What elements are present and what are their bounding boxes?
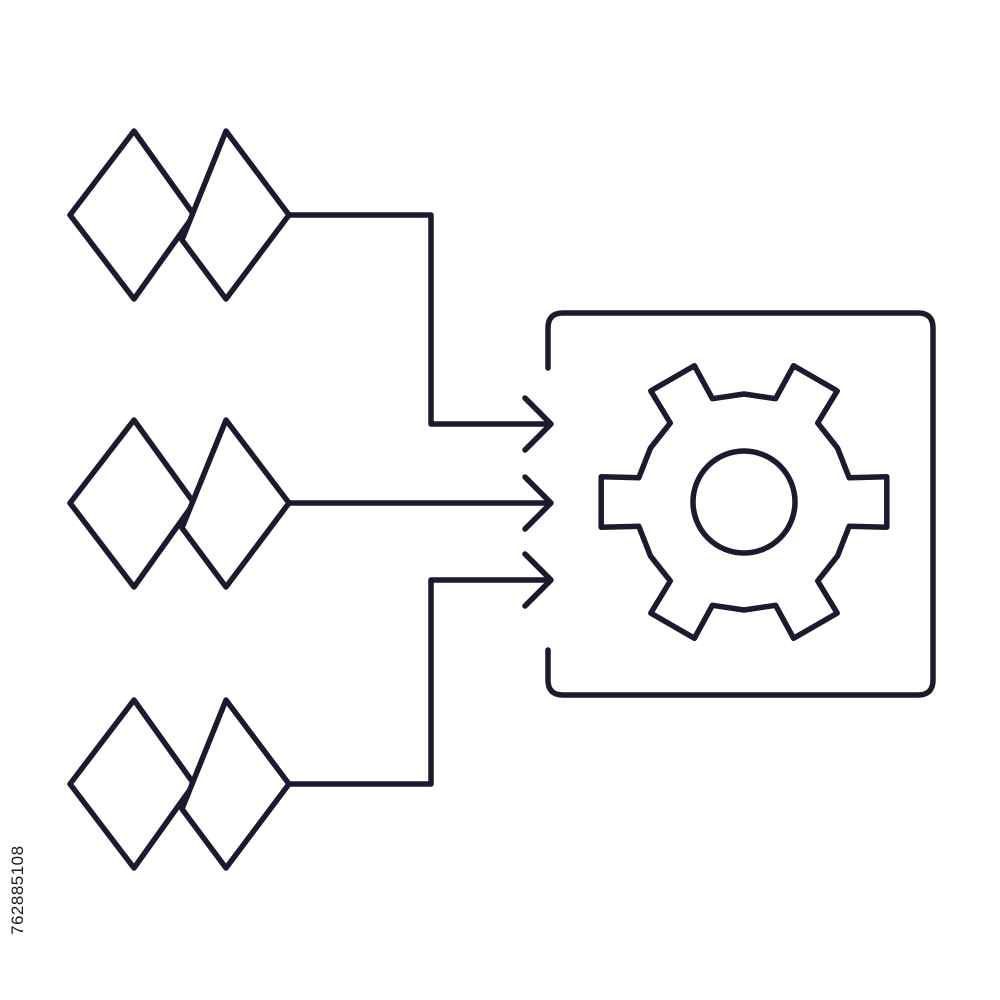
- diamond-left-shape: [67, 697, 197, 871]
- image-id-label: 762885108: [8, 845, 27, 935]
- connector-line-top: [286, 212, 553, 427]
- diamond-pair-icon-bottom: [67, 697, 292, 871]
- processor-frame: [545, 310, 936, 698]
- diamond-left-shape: [67, 417, 197, 590]
- diamond-pair-icon-middle: [67, 417, 292, 590]
- diamond-left-shape: [67, 128, 197, 302]
- gear-icon: [598, 362, 890, 642]
- arrow-icon-top: [522, 395, 554, 453]
- diamond-right-shape: [179, 417, 292, 590]
- connector-line-bottom: [286, 577, 553, 787]
- arrow-icon-bottom: [522, 551, 554, 609]
- gear-hub: [690, 448, 798, 556]
- diamond-right-shape: [179, 697, 292, 871]
- arrow-icon-middle: [522, 474, 554, 532]
- diamond-pair-icon-top: [67, 128, 292, 302]
- gear-outline: [598, 362, 890, 642]
- diagram-strokes: [67, 128, 936, 871]
- diamond-right-shape: [179, 128, 292, 302]
